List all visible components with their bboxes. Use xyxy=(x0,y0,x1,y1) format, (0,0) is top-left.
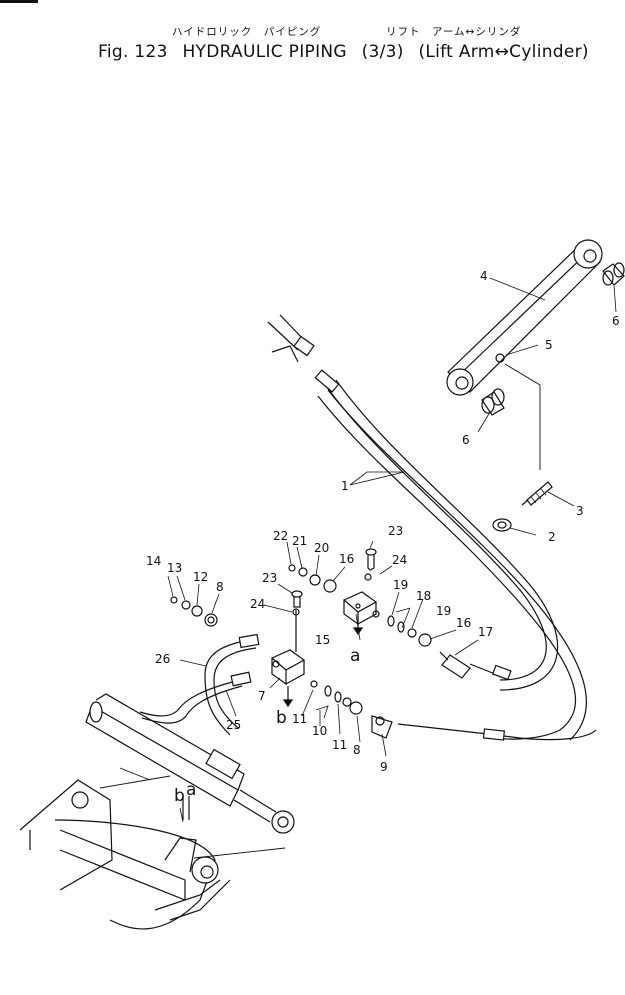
bushing-upper xyxy=(602,262,625,286)
frame-bracket xyxy=(19,767,286,930)
callout-labels: 4 6 5 6 1 3 2 23 22 21 20 16 24 14 13 12… xyxy=(146,269,620,806)
right-hose-end xyxy=(439,651,512,681)
callout-15: 15 xyxy=(315,633,330,647)
callout-14: 14 xyxy=(146,554,161,568)
grease-leader xyxy=(504,363,541,470)
figure-number: Fig. 123 xyxy=(98,42,168,62)
callout-22: 22 xyxy=(273,529,288,543)
callout-2: 2 xyxy=(548,530,556,544)
block-15 xyxy=(342,591,378,626)
callout-12: 12 xyxy=(193,570,208,584)
hose-26 xyxy=(204,633,260,736)
callout-11: 11 xyxy=(292,712,307,726)
callout-26: 26 xyxy=(155,652,170,666)
callout-24: 24 xyxy=(250,597,265,611)
callout-3: 3 xyxy=(576,504,584,518)
callout-13: 13 xyxy=(167,561,182,575)
callout-23: 23 xyxy=(388,524,403,538)
hose-25 xyxy=(139,671,252,724)
figure-subtitle: (Lift Arm↔Cylinder) xyxy=(418,42,589,62)
callout-4: 4 xyxy=(480,269,488,283)
block-7 xyxy=(270,649,306,686)
callout-16: 16 xyxy=(339,552,354,566)
callout-9: 9 xyxy=(380,760,388,774)
title-japanese-left: ハイドロリック パイピング xyxy=(172,26,322,38)
callout-5: 5 xyxy=(545,338,553,352)
callout-1: 1 xyxy=(341,479,349,493)
callout-10: 10 xyxy=(312,724,327,738)
ref-a: a xyxy=(350,646,360,666)
upper-fittings xyxy=(267,314,340,393)
callout-8: 8 xyxy=(216,580,224,594)
figure-heading: HYDRAULIC PIPING xyxy=(182,42,347,62)
leader-lines xyxy=(167,277,617,823)
callout-19: 19 xyxy=(393,578,408,592)
ref-a: a xyxy=(186,780,196,800)
callout-23: 23 xyxy=(262,571,277,585)
corner-mark xyxy=(0,0,38,3)
ref-b: b xyxy=(174,786,185,806)
grease-hose-fitting xyxy=(521,481,553,506)
page-fraction: (3/3) xyxy=(361,42,404,62)
lower-tube xyxy=(371,715,597,741)
callout-19: 19 xyxy=(436,604,451,618)
pipe-clamp xyxy=(492,518,512,532)
title-japanese-right: リフト アーム↔シリンダ xyxy=(386,26,522,38)
callout-8: 8 xyxy=(353,743,361,757)
callout-25: 25 xyxy=(226,718,241,732)
callout-17: 17 xyxy=(478,625,493,639)
figure-title: Fig. 123 HYDRAULIC PIPING (3/3) (Lift Ar… xyxy=(98,42,598,62)
grease-fitting xyxy=(495,353,505,363)
reference-arrows xyxy=(182,616,364,820)
callout-18: 18 xyxy=(416,589,431,603)
callout-24: 24 xyxy=(392,553,407,567)
callout-20: 20 xyxy=(314,541,329,555)
hydraulic-cylinder xyxy=(85,693,295,834)
ref-b: b xyxy=(276,708,287,728)
callout-6: 6 xyxy=(462,433,470,447)
lift-arm xyxy=(446,239,603,396)
callout-16: 16 xyxy=(456,616,471,630)
callout-11: 11 xyxy=(332,738,347,752)
bushing-lower xyxy=(481,388,505,416)
main-pipes xyxy=(317,379,587,741)
callout-21: 21 xyxy=(292,534,307,548)
callout-7: 7 xyxy=(258,689,266,703)
callout-6: 6 xyxy=(612,314,620,328)
small-parts xyxy=(170,548,432,719)
